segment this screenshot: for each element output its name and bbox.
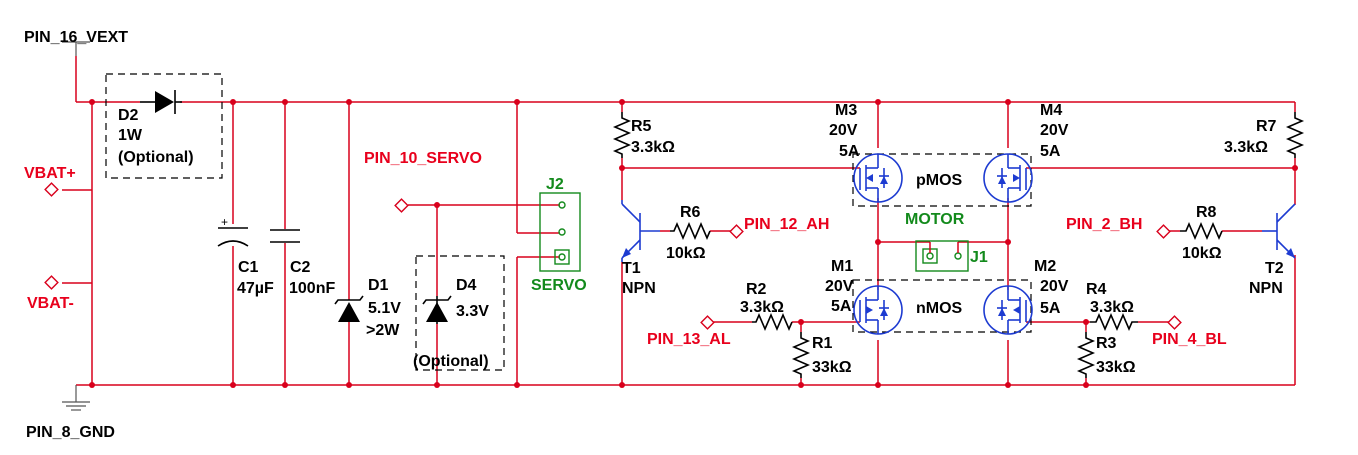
m3-voltage: 20V <box>829 122 858 139</box>
m2-nmos-transistor <box>983 285 1033 335</box>
t2-type: NPN <box>1249 280 1283 297</box>
pin-markers <box>44 182 1182 330</box>
motor-label: MOTOR <box>905 211 965 228</box>
d2-note: (Optional) <box>118 149 194 166</box>
m1-ref: M1 <box>831 258 853 275</box>
r3-resistor <box>1076 332 1096 378</box>
r8-resistor <box>1180 221 1223 241</box>
m1-nmos-transistor <box>853 285 903 335</box>
r2-ref: R2 <box>746 281 767 298</box>
c2-value: 100nF <box>289 280 335 297</box>
j2-servo-connector <box>539 192 581 272</box>
d4-ref: D4 <box>456 277 477 294</box>
c2-capacitor <box>270 229 300 243</box>
r6-value: 10kΩ <box>666 245 706 262</box>
m2-voltage: 20V <box>1040 278 1069 295</box>
d1-value: 5.1V <box>368 300 401 317</box>
r5-resistor <box>612 112 632 158</box>
j2-ref: J2 <box>546 176 564 193</box>
wires <box>62 41 1296 402</box>
d4-note: (Optional) <box>413 353 489 370</box>
r5-value: 3.3kΩ <box>631 139 675 156</box>
d4-value: 3.3V <box>456 303 489 320</box>
r4-resistor <box>1090 312 1138 332</box>
c1-value: 47µF <box>237 280 274 297</box>
pin-ah-label: PIN_12_AH <box>744 216 829 233</box>
r4-value: 3.3kΩ <box>1090 299 1134 316</box>
r6-ref: R6 <box>680 204 701 221</box>
pmos-group-box <box>852 153 1032 207</box>
pin-vext-label: PIN_16_VEXT <box>24 29 128 46</box>
d2-ref: D2 <box>118 107 139 124</box>
m4-ref: M4 <box>1040 102 1062 119</box>
r7-resistor <box>1285 112 1305 158</box>
r3-value: 33kΩ <box>1096 359 1136 376</box>
r1-ref: R1 <box>812 335 833 352</box>
j2-name: SERVO <box>531 277 587 294</box>
c1-ref: C1 <box>238 259 259 276</box>
r6-resistor <box>670 221 711 241</box>
ground-icon <box>62 401 90 411</box>
r4-ref: R4 <box>1086 281 1107 298</box>
m4-voltage: 20V <box>1040 122 1069 139</box>
r8-ref: R8 <box>1196 204 1217 221</box>
pin-vbat-plus-label: VBAT+ <box>24 165 76 182</box>
t2-ref: T2 <box>1265 260 1284 277</box>
nmos-label: nMOS <box>916 300 963 317</box>
pin-al-label: PIN_13_AL <box>647 331 731 348</box>
m1-voltage: 20V <box>825 278 854 295</box>
junctions <box>89 99 1298 388</box>
t2-npn-transistor <box>1262 203 1296 259</box>
d1-zener-diode <box>334 295 364 322</box>
r8-value: 10kΩ <box>1182 245 1222 262</box>
c2-ref: C2 <box>290 259 311 276</box>
m4-current: 5A <box>1040 143 1061 160</box>
m3-ref: M3 <box>835 102 857 119</box>
d1-power: >2W <box>366 322 400 339</box>
pin-vbat-minus-label: VBAT- <box>27 295 74 312</box>
m3-pmos-transistor <box>853 153 903 203</box>
t1-ref: T1 <box>622 260 641 277</box>
m2-ref: M2 <box>1034 258 1056 275</box>
pin-servo-label: PIN_10_SERVO <box>364 150 482 167</box>
m4-pmos-transistor <box>983 153 1033 203</box>
pin-bl-label: PIN_4_BL <box>1152 331 1227 348</box>
r5-ref: R5 <box>631 118 652 135</box>
t1-npn-transistor <box>621 200 660 262</box>
pin-gnd-label: PIN_8_GND <box>26 424 115 441</box>
m3-current: 5A <box>839 143 860 160</box>
pmos-label: pMOS <box>916 172 963 189</box>
svg-text:+: + <box>221 215 228 229</box>
pin-bh-label: PIN_2_BH <box>1066 216 1142 233</box>
c1-capacitor: + <box>217 215 249 247</box>
r3-ref: R3 <box>1096 335 1117 352</box>
d2-diode <box>105 73 223 179</box>
r1-resistor <box>791 332 811 378</box>
j1-ref: J1 <box>970 249 988 266</box>
r2-resistor <box>752 312 793 332</box>
r7-ref: R7 <box>1256 118 1277 135</box>
d2-value: 1W <box>118 127 143 144</box>
t1-type: NPN <box>622 280 656 297</box>
r2-value: 3.3kΩ <box>740 299 784 316</box>
d1-ref: D1 <box>368 277 389 294</box>
m2-current: 5A <box>1040 300 1061 317</box>
d4-zener-diode <box>415 255 505 371</box>
r1-value: 33kΩ <box>812 359 852 376</box>
j1-motor-connector <box>915 240 969 272</box>
m1-current: 5A <box>831 298 852 315</box>
r7-value: 3.3kΩ <box>1224 139 1268 156</box>
